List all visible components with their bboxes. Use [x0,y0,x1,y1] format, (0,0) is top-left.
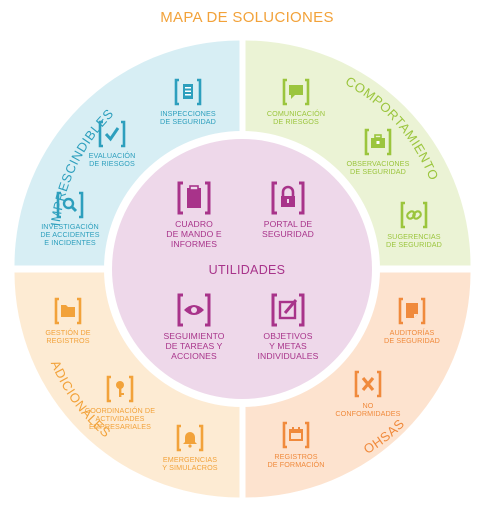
briefcase-icon [364,128,392,156]
utilidad-portal-de-seguridad[interactable]: PORTAL DE SEGURIDAD [240,180,336,239]
item-inspecciones-de-seguridad[interactable]: INSPECCIONES DE SEGURIDAD [140,77,236,126]
utilidad-seguimiento-de-tareas[interactable]: SEGUIMIENTO DE TAREAS Y ACCIONES [146,292,242,361]
x-mark-icon [354,370,382,398]
item-investigacion-de-accidentes[interactable]: INVESTIGACIÓN DE ACCIDENTES E INCIDENTES [22,190,118,248]
item-label: INSPECCIONES DE SEGURIDAD [160,109,216,127]
item-auditorias-de-seguridad[interactable]: AUDITORÍAS DE SEGURIDAD [364,296,460,345]
item-label: COORDINACIÓN DE ACTIVIDADES EMPRESARIALE… [84,406,156,432]
item-label: OBSERVACIONES DE SEGURIDAD [346,159,410,177]
key-icon [106,375,134,403]
item-label: AUDITORÍAS DE SEGURIDAD [384,328,440,346]
item-registros-de-formacion[interactable]: REGISTROS DE FORMACIÓN [248,420,344,469]
checkmark-icon [98,120,126,148]
item-sugerencias-de-seguridad[interactable]: SUGERENCIAS DE SEGURIDAD [366,200,462,249]
item-observaciones-de-seguridad[interactable]: OBSERVACIONES DE SEGURIDAD [330,127,426,176]
document-icon [398,297,426,325]
pencil-note-icon [271,293,305,327]
utilidad-objetivos-y-metas[interactable]: OBJETIVOS Y METAS INDIVIDUALES [240,292,336,361]
speech-bubble-icon [282,78,310,106]
utilidad-label: CUADRO DE MANDO E INFORMES [166,219,222,249]
item-evaluacion-de-riesgos[interactable]: EVALUACIÓN DE RIESGOS [64,119,160,168]
folder-icon [54,297,82,325]
item-label: COMUNICACIÓN DE RIESGOS [266,109,326,127]
item-comunicacion-de-riesgos[interactable]: COMUNICACIÓN DE RIESGOS [248,77,344,126]
item-label: SUGERENCIAS DE SEGURIDAD [386,232,442,250]
clipboard-icon [177,181,211,215]
bell-icon [176,424,204,452]
center-title: UTILIDADES [208,263,286,277]
item-label: EMERGENCIAS Y SIMULACROS [162,455,218,473]
link-icon [400,201,428,229]
lock-icon [271,181,305,215]
utilidad-cuadro-de-mando[interactable]: CUADRO DE MANDO E INFORMES [146,180,242,249]
clipboard-list-icon [174,78,202,106]
center-circle [112,139,372,399]
item-emergencias-y-simulacros[interactable]: EMERGENCIAS Y SIMULACROS [142,423,238,472]
utilidad-label: OBJETIVOS Y METAS INDIVIDUALES [257,331,319,361]
item-label: NO CONFORMIDADES [335,401,401,419]
item-label: EVALUACIÓN DE RIESGOS [88,151,136,169]
item-coordinacion-de-actividades[interactable]: COORDINACIÓN DE ACTIVIDADES EMPRESARIALE… [72,374,168,432]
magnifier-icon [56,191,84,219]
item-gestion-de-registros[interactable]: GESTIÓN DE REGISTROS [20,296,116,345]
item-label: GESTIÓN DE REGISTROS [45,328,91,346]
page-title: MAPA DE SOLUCIONES [160,9,334,26]
eye-icon [177,293,211,327]
item-label: REGISTROS DE FORMACIÓN [267,452,325,470]
item-no-conformidades[interactable]: NO CONFORMIDADES [320,369,416,418]
item-label: INVESTIGACIÓN DE ACCIDENTES E INCIDENTES [40,222,100,248]
calendar-icon [282,421,310,449]
utilidad-label: SEGUIMIENTO DE TAREAS Y ACCIONES [163,331,225,361]
utilidad-label: PORTAL DE SEGURIDAD [262,219,314,239]
